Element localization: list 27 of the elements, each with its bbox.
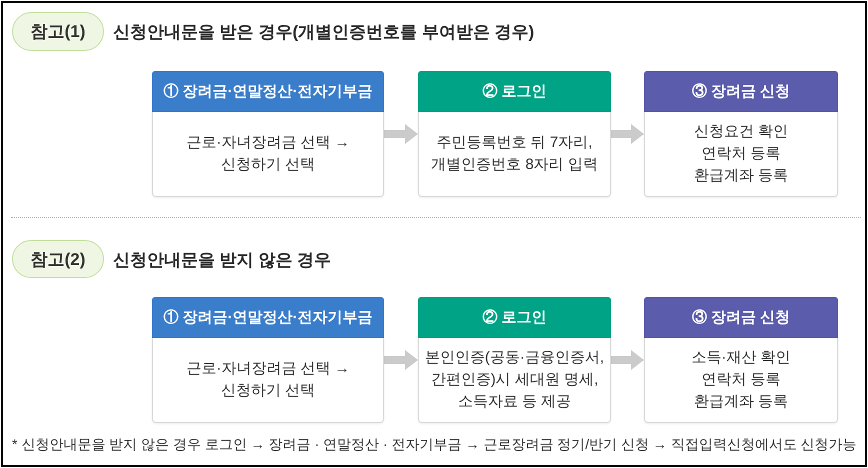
- step-header: ③ 장려금 신청: [644, 297, 838, 338]
- arrow: [611, 124, 644, 144]
- footnote: * 신청안내문을 받지 않은 경우 로그인 → 장려금 · 연말정산 · 전자기부금 → 근로장려금 정기/반기 신청 → 직접입력신청에서도 신청가능: [12, 436, 857, 454]
- step-card: [152, 297, 384, 423]
- step-card: [418, 71, 611, 197]
- step-text: 주민등록번호 뒤 7자리, 개별인증번호 8자리 입력: [430, 133, 599, 175]
- step-text: 신청요건 확인 연락처 등록 환급계좌 등록: [692, 122, 790, 186]
- section-title: 신청안내문을 받은 경우(개별인증번호를 부여받은 경우): [113, 22, 534, 44]
- section-title: 신청안내문을 받지 않은 경우: [113, 250, 332, 272]
- step-header: ③ 장려금 신청: [644, 71, 838, 112]
- step-card: [644, 71, 838, 197]
- step-text: 본인인증(공동·금융인증서, 간편인증)시 세대원 명세, 소득자료 등 제공: [424, 348, 606, 412]
- step-card: [418, 297, 611, 423]
- step-header: ① 장려금·연말정산·전자기부금: [152, 71, 384, 112]
- arrow: [611, 350, 644, 370]
- tag-pill: 참고(1): [12, 12, 104, 51]
- arrow: [384, 124, 418, 144]
- step-text: 근로·자녀장려금 선택 → 신청하기 선택: [185, 359, 351, 401]
- step-header: ② 로그인: [418, 297, 611, 338]
- tag-pill: 참고(2): [12, 240, 104, 278]
- step-text: 소득·재산 확인 연락처 등록 환급계좌 등록: [690, 348, 792, 412]
- arrow: [384, 350, 418, 370]
- step-card: [152, 71, 384, 197]
- step-header: ① 장려금·연말정산·전자기부금: [152, 297, 384, 338]
- step-text: 근로·자녀장려금 선택 → 신청하기 선택: [185, 133, 351, 175]
- step-card: [644, 297, 838, 423]
- step-header: ② 로그인: [418, 71, 611, 112]
